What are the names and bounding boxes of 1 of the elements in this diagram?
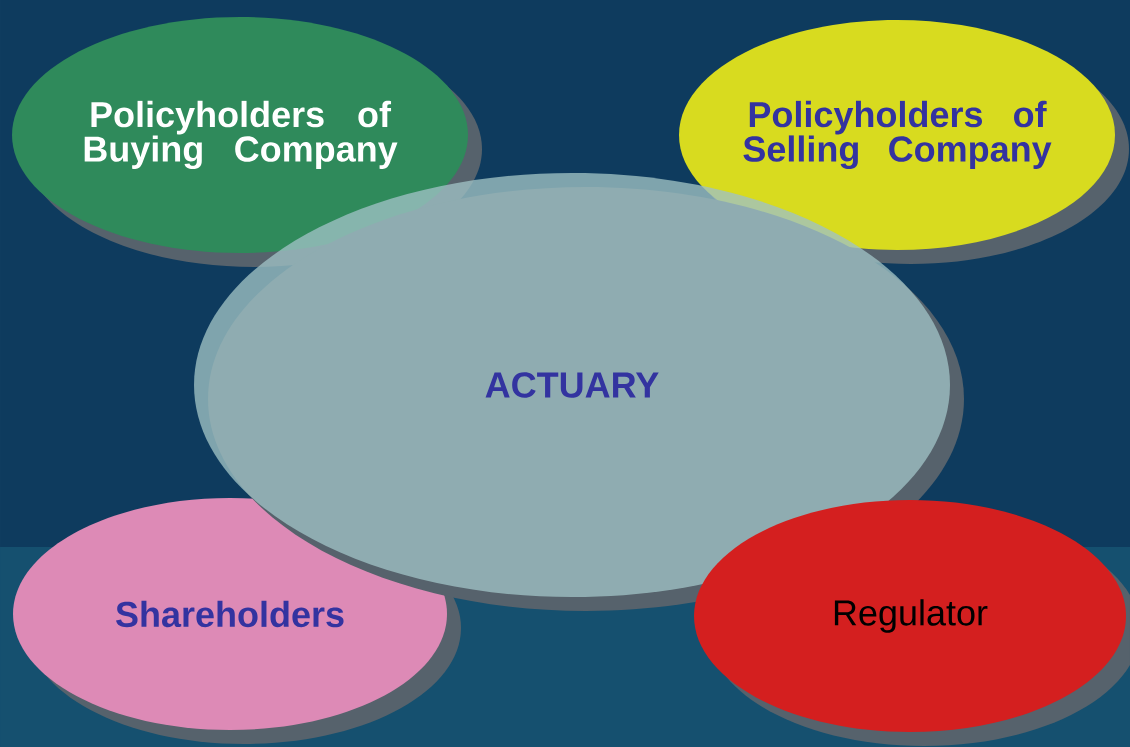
ellipse-node: Regulator bbox=[694, 500, 1130, 746]
